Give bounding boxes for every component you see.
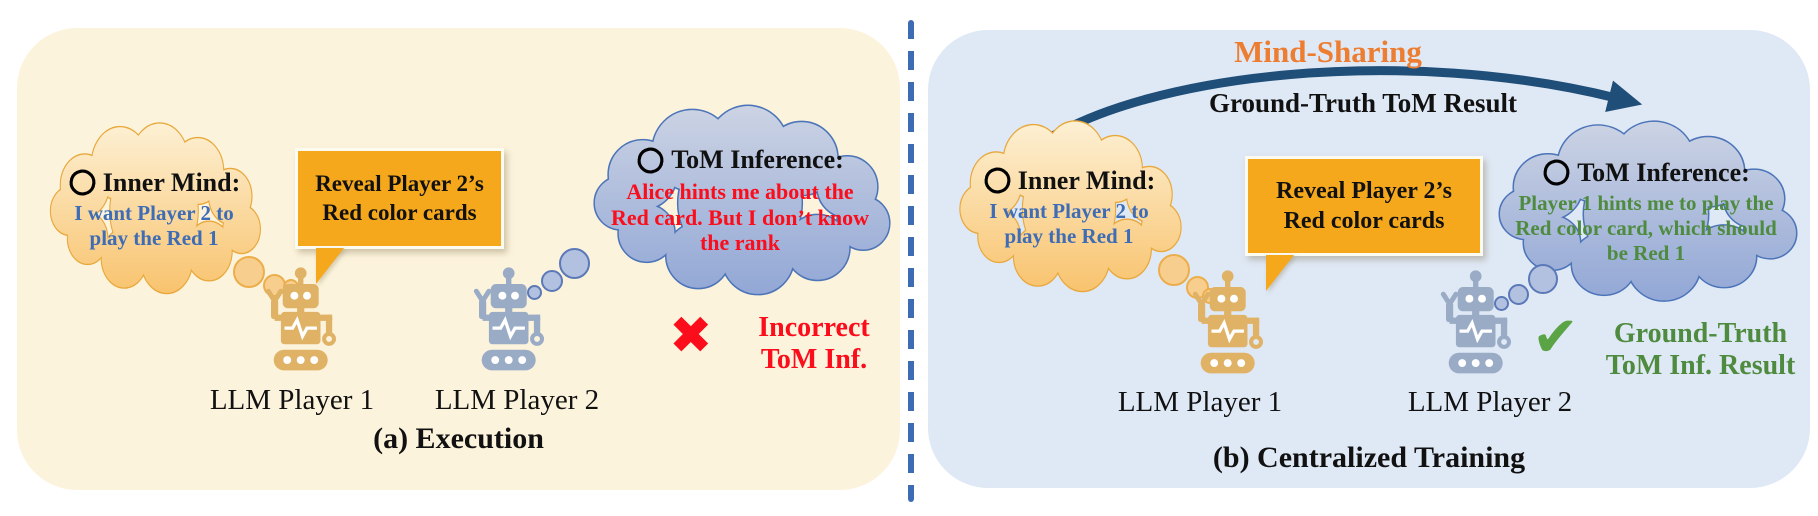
inner-mind-title: Inner Mind: [102, 167, 241, 197]
robot-player1-icon [1180, 263, 1270, 383]
panel-execution: Inner Mind: I want Player 2 to play the … [17, 28, 900, 490]
mind-sharing-arrow [1035, 66, 1643, 149]
robot-player1-icon [253, 260, 343, 380]
thought-tail-circle [541, 270, 563, 292]
speech-bubble-tail [316, 248, 344, 284]
inner-mind-text: I want Player 2 to play the Red 1 [989, 198, 1149, 248]
openai-logo-icon [983, 166, 1012, 195]
inner-mind-title: Inner Mind: [1017, 165, 1156, 195]
thought-cloud-tom-inference-a: ToM Inference: Alice hints me about the … [581, 102, 899, 304]
thought-tail-circle [1158, 254, 1190, 286]
speech-bubble-text: Reveal Player 2’s Red color cards [315, 170, 484, 225]
mind-sharing-title: Mind-Sharing [1234, 34, 1422, 69]
cloud-shape [950, 118, 1188, 300]
robot-player2-icon [1428, 263, 1518, 383]
speech-bubble-a: Reveal Player 2’s Red color cards [295, 148, 504, 284]
thought-tail-circle [559, 248, 590, 279]
tom-inference-text: Player 1 hints me to play the Red color … [1515, 191, 1777, 265]
tom-inference-title: ToM Inference: [671, 145, 844, 175]
openai-logo-icon [68, 168, 97, 197]
incorrect-tom-text: Incorrect ToM Inf. [758, 312, 870, 376]
robot-player2-icon [461, 260, 551, 380]
player2-label: LLM Player 2 [1407, 386, 1573, 418]
caption-execution: (a) Execution [373, 422, 544, 455]
thought-tail-circle [1528, 264, 1558, 294]
thought-tail-circle [1494, 296, 1509, 311]
openai-logo-icon [1542, 158, 1571, 187]
cloud-shape [581, 102, 899, 304]
tom-inference-text: Alice hints me about the Red card. But I… [611, 178, 869, 256]
thought-cloud-tom-inference-b: ToM Inference: Player 1 hints me to play… [1486, 118, 1806, 310]
incorrect-x-icon: ✖ [669, 306, 713, 366]
panel-divider [908, 20, 914, 502]
caption-training: (b) Centralized Training [1212, 441, 1526, 474]
player1-label: LLM Player 1 [209, 384, 375, 416]
ground-truth-check-icon: ✔ [1532, 305, 1579, 370]
thought-cloud-inner-mind-a: Inner Mind: I want Player 2 to play the … [41, 120, 267, 302]
inner-mind-text: I want Player 2 to play the Red 1 [74, 200, 234, 250]
panel-training: Mind-Sharing Ground-Truth ToM Result Inn… [928, 30, 1810, 488]
thought-tail-circle [233, 256, 265, 288]
ground-truth-result-text: Ground-Truth ToM Inf. Result [1605, 318, 1796, 382]
thought-tail-circle [527, 285, 542, 300]
speech-bubble-b: Reveal Player 2’s Red color cards [1245, 156, 1483, 291]
speech-bubble-text: Reveal Player 2’s Red color cards [1276, 178, 1452, 234]
thought-cloud-inner-mind-b: Inner Mind: I want Player 2 to play the … [950, 118, 1188, 300]
tom-inference-title: ToM Inference: [1577, 158, 1750, 188]
openai-logo-icon [636, 146, 665, 175]
ground-truth-tom-result-label: Ground-Truth ToM Result [1208, 88, 1518, 118]
thought-tail-circle [1508, 284, 1529, 305]
player1-label: LLM Player 1 [1117, 386, 1283, 418]
cloud-shape [41, 120, 267, 302]
speech-bubble-tail [1266, 255, 1294, 291]
cloud-shape [1486, 118, 1806, 310]
player2-label: LLM Player 2 [434, 384, 600, 416]
